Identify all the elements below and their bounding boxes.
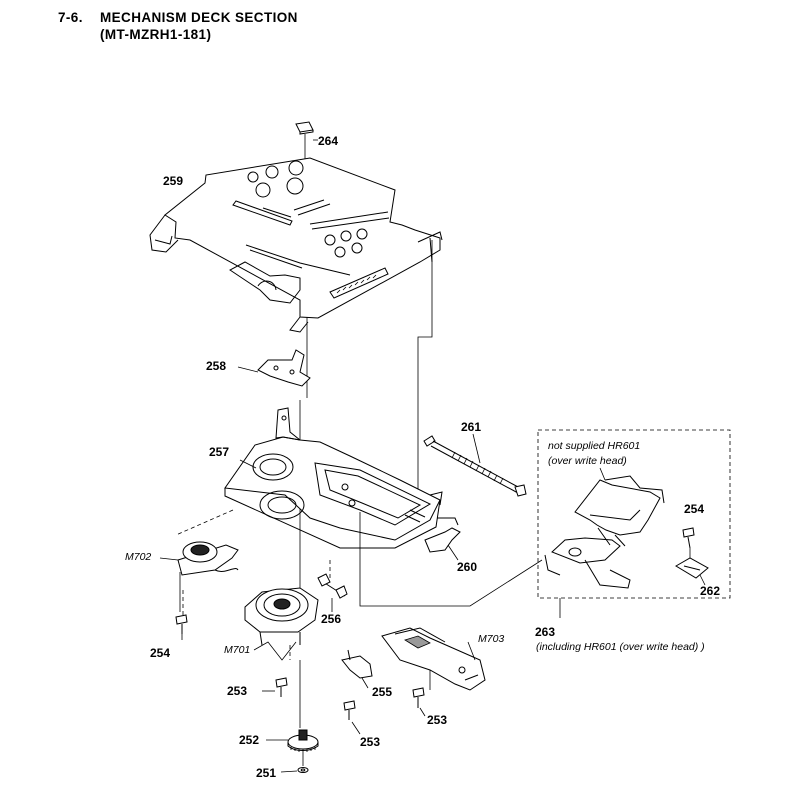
label-257: 257 <box>209 445 230 459</box>
label-261: 261 <box>461 420 482 434</box>
note-not-supplied: not supplied HR601 <box>548 440 641 452</box>
label-264: 264 <box>318 134 339 148</box>
part-253-screw-right <box>412 687 425 708</box>
label-253-left: 253 <box>227 684 248 698</box>
part-253-screw-mid <box>343 700 356 720</box>
label-251: 251 <box>256 766 277 780</box>
label-259: 259 <box>163 174 184 188</box>
label-m701: M701 <box>224 644 251 656</box>
note-including-hr601: (including HR601 (over write head) ) <box>536 641 705 653</box>
label-253-right: 253 <box>427 713 448 727</box>
part-258-bracket <box>257 349 311 387</box>
label-254-left: 254 <box>150 646 171 660</box>
label-258: 258 <box>206 359 227 373</box>
part-259-holder <box>149 157 443 333</box>
part-262-plate <box>675 557 709 579</box>
part-m701-spindle-motor <box>244 587 319 646</box>
model-number: (MT-MZRH1-181) <box>100 27 212 42</box>
label-260: 260 <box>457 560 478 574</box>
part-255-bracket <box>341 649 373 679</box>
section-number: 7-6. <box>58 10 83 25</box>
part-263-optical-pickup <box>544 475 665 589</box>
part-251-washer <box>297 767 309 773</box>
part-254-screw-right <box>682 527 695 549</box>
label-255: 255 <box>372 685 393 699</box>
section-title: MECHANISM DECK SECTION <box>100 10 298 25</box>
part-257-chassis <box>224 407 443 549</box>
part-252-gear <box>287 729 319 752</box>
part-260-bracket <box>424 517 461 553</box>
part-261-lead-screw <box>423 435 527 497</box>
part-m702-sled-motor <box>177 541 239 576</box>
note-over-write-head: (over write head) <box>548 455 627 467</box>
label-263: 263 <box>535 625 556 639</box>
label-252: 252 <box>239 733 260 747</box>
part-256-shaft <box>317 573 348 599</box>
label-m703: M703 <box>478 633 505 645</box>
label-254-right: 254 <box>684 502 705 516</box>
part-m703-motor-assy <box>381 627 486 691</box>
label-253-mid: 253 <box>360 735 381 749</box>
label-m702: M702 <box>125 551 152 563</box>
label-262: 262 <box>700 584 721 598</box>
label-256: 256 <box>321 612 342 626</box>
part-254-screw-left <box>175 614 188 634</box>
part-264-cushion <box>295 121 314 135</box>
part-253-screw-left <box>275 677 288 697</box>
